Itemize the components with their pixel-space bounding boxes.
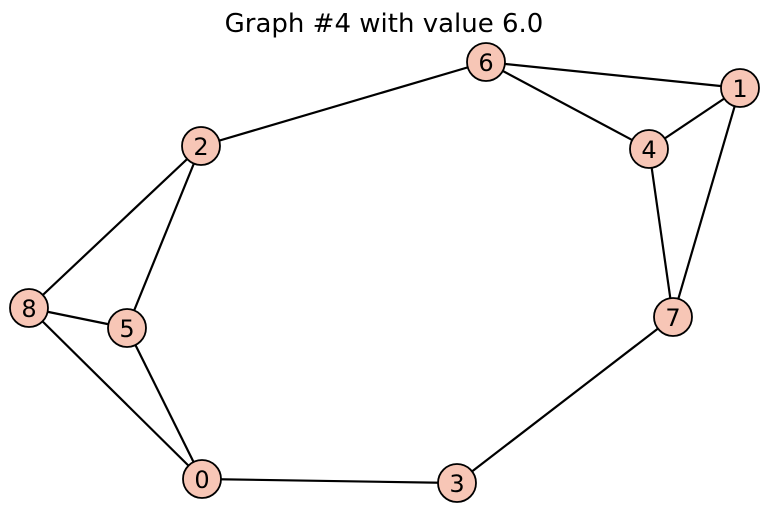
node-label-1: 1 [732, 75, 747, 103]
node-circle-1 [720, 68, 760, 108]
node-circle-6 [466, 42, 506, 82]
node-label-7: 7 [665, 304, 680, 332]
node-4: 4 [629, 129, 669, 169]
node-label-8: 8 [21, 295, 36, 323]
edge-6-1 [485, 60, 741, 90]
edge-1-7 [671, 87, 742, 318]
node-circle-5 [107, 308, 147, 348]
node-0: 0 [182, 459, 222, 499]
graph-title: Graph #4 with value 6.0 [224, 9, 544, 39]
node-circle-8 [9, 288, 49, 328]
edge-6-2 [200, 60, 487, 148]
node-7: 7 [653, 297, 693, 337]
node-label-3: 3 [449, 470, 464, 498]
node-1: 1 [720, 68, 760, 108]
edge-3-0 [201, 477, 458, 485]
node-circle-0 [182, 459, 222, 499]
node-8: 8 [9, 288, 49, 328]
edge-0-8 [28, 307, 203, 480]
node-circle-7 [653, 297, 693, 337]
node-label-6: 6 [478, 49, 493, 77]
nodes-layer: 0 1 2 3 4 5 6 7 8 [9, 42, 760, 503]
node-6: 6 [466, 42, 506, 82]
edge-2-5 [125, 145, 203, 329]
node-label-4: 4 [641, 136, 656, 164]
node-label-5: 5 [119, 315, 134, 343]
edge-0-5 [126, 327, 203, 480]
edge-6-4 [485, 61, 650, 150]
edge-4-7 [647, 148, 675, 318]
node-2: 2 [181, 126, 221, 166]
node-5: 5 [107, 308, 147, 348]
edges-layer [28, 60, 742, 485]
node-circle-2 [181, 126, 221, 166]
node-label-0: 0 [194, 466, 209, 494]
node-circle-4 [629, 129, 669, 169]
node-label-2: 2 [193, 133, 208, 161]
edge-7-3 [456, 316, 674, 484]
node-circle-3 [437, 463, 477, 503]
edge-8-2 [28, 145, 202, 309]
node-3: 3 [437, 463, 477, 503]
